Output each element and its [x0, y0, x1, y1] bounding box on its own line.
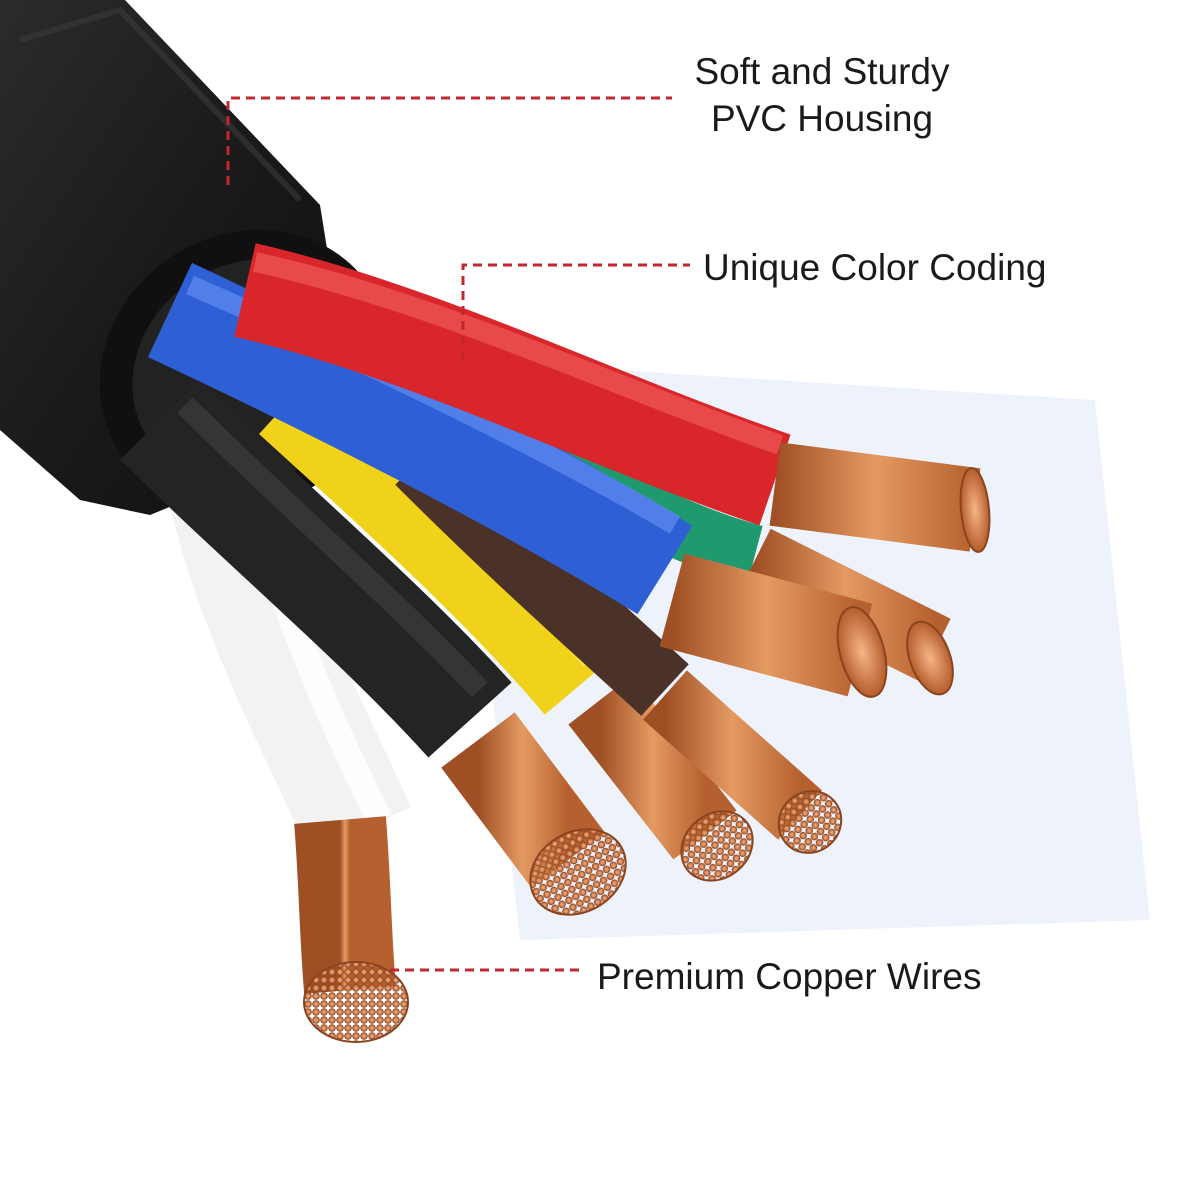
callout-pvc-housing: Soft and Sturdy PVC Housing [652, 48, 992, 142]
callout-copper-text: Premium Copper Wires [597, 956, 982, 997]
leader-line-coding [461, 263, 690, 360]
callout-coding-text: Unique Color Coding [703, 247, 1047, 288]
callout-housing-line2: PVC Housing [710, 98, 934, 139]
wire-red [234, 243, 991, 553]
callout-housing-line1: Soft and Sturdy [694, 51, 950, 92]
wire-black [120, 380, 627, 916]
leader-line-housing [226, 96, 672, 185]
callout-color-coding: Unique Color Coding [703, 244, 1046, 291]
leader-lines [226, 96, 690, 972]
callout-copper-wires: Premium Copper Wires [597, 953, 981, 1000]
